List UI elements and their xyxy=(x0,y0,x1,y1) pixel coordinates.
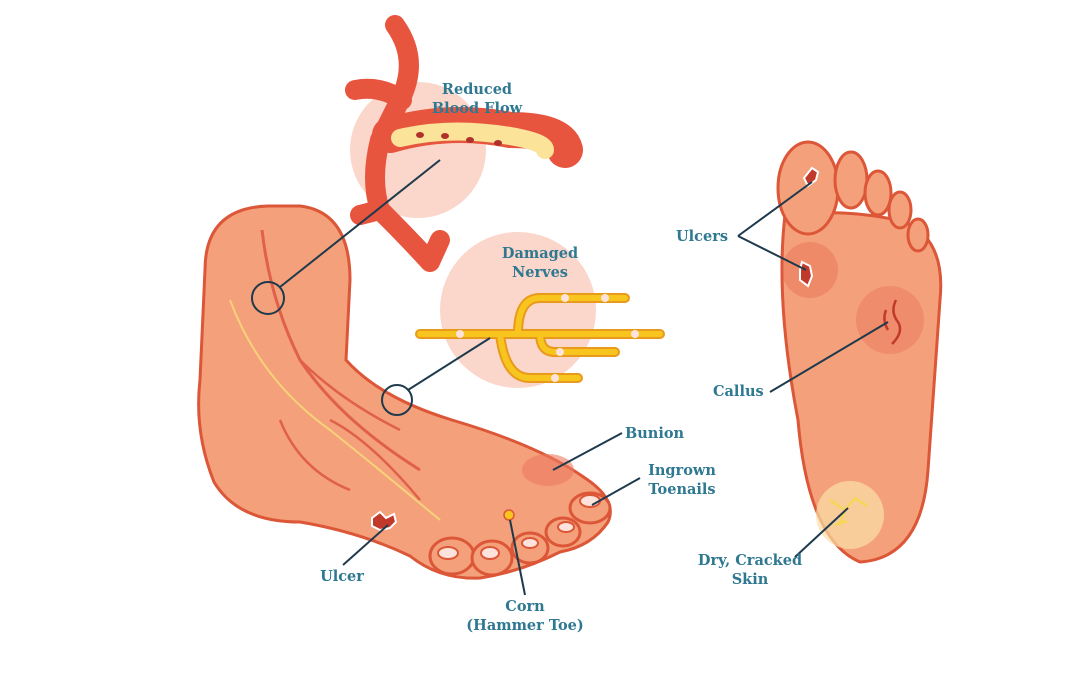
label-line: Skin xyxy=(731,571,769,588)
blood-vessel xyxy=(345,15,583,272)
label-dry-cracked-skin: Dry, Cracked Skin xyxy=(698,551,802,589)
sole-foot xyxy=(776,140,943,564)
label-reduced-blood-flow: Reduced Blood Flow xyxy=(432,80,522,118)
label-line: Corn xyxy=(505,598,545,615)
pointer-lines xyxy=(251,159,889,596)
label-line: Blood Flow xyxy=(431,100,523,117)
label-line: Nerves xyxy=(512,264,568,281)
label-line: Toenails xyxy=(648,481,716,498)
label-line: (Hammer Toe) xyxy=(466,617,584,634)
label-bunion: Bunion xyxy=(625,425,685,442)
label-line: Reduced xyxy=(441,81,513,98)
label-ulcers: Ulcers xyxy=(676,228,729,245)
label-line: Dry, Cracked xyxy=(697,552,803,569)
label-line: Ingrown xyxy=(648,462,716,479)
label-ulcer: Ulcer xyxy=(320,568,364,585)
label-line: Damaged xyxy=(501,245,579,262)
label-ingrown-toenails: Ingrown Toenails xyxy=(648,461,716,499)
label-damaged-nerves: Damaged Nerves xyxy=(502,244,578,282)
label-corn-hammer-toe: Corn (Hammer Toe) xyxy=(466,597,583,635)
nerve-fibers xyxy=(415,293,665,383)
label-callus: Callus xyxy=(713,383,764,400)
side-foot xyxy=(197,204,612,580)
